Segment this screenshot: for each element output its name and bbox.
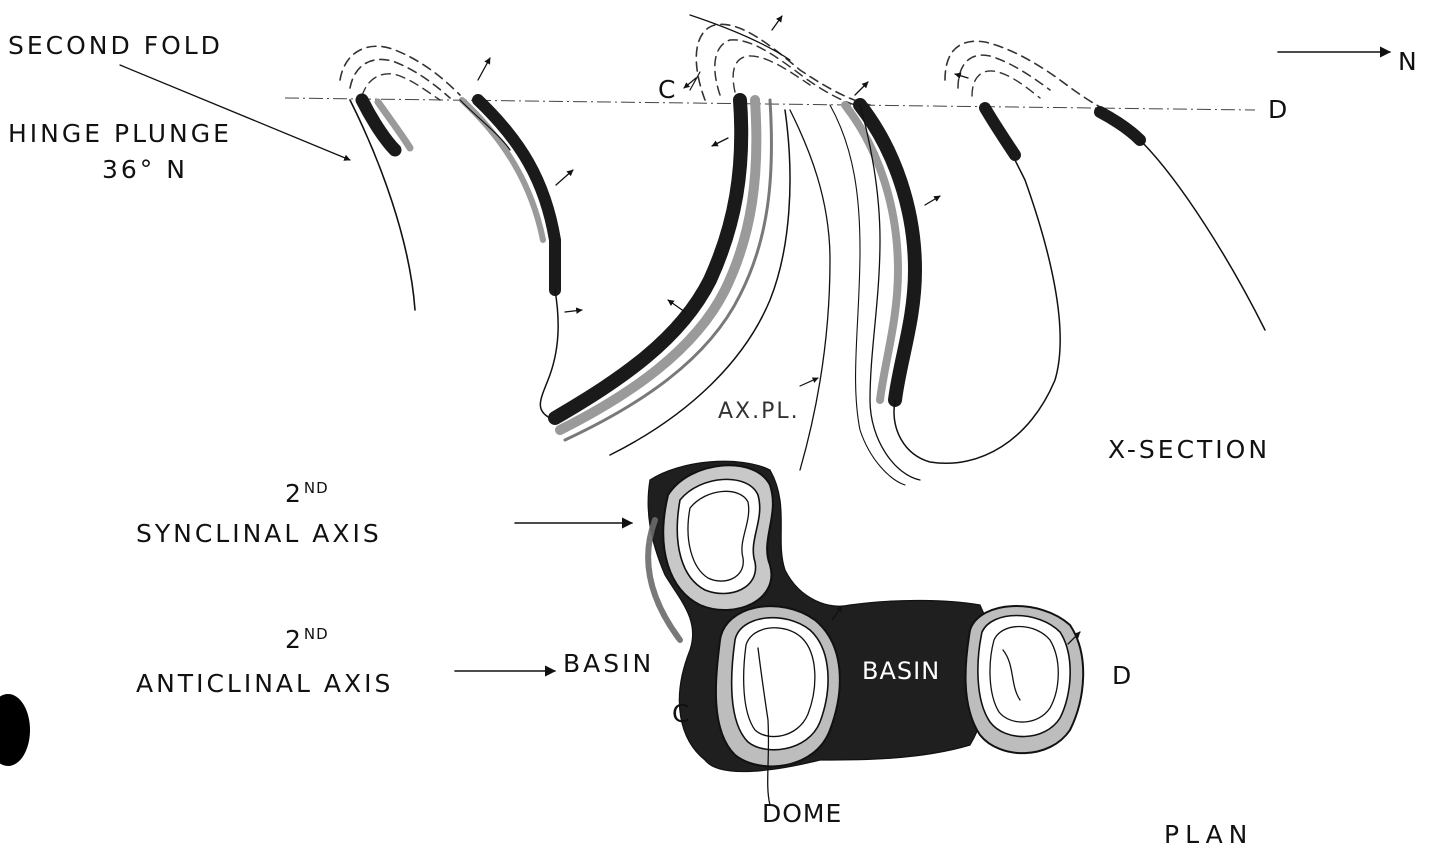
label-section-d: D <box>1268 95 1290 124</box>
label-x-section: X-SECTION <box>1108 435 1270 464</box>
label-plan-d: D <box>1112 661 1134 690</box>
fold-3 <box>830 105 1060 485</box>
label-north: N <box>1398 47 1420 76</box>
plan-view <box>455 461 1083 805</box>
label-axial-plane: AX.PL. <box>718 399 800 424</box>
label-plunge-value: 36° N <box>102 155 188 184</box>
label-hinge-plunge: HINGE PLUNGE <box>8 119 232 148</box>
dome-right <box>966 606 1084 753</box>
fold-1 <box>340 46 460 310</box>
dome-upper <box>663 465 773 610</box>
label-anticline-ordinal: 2ND <box>285 625 329 654</box>
fold-4 <box>945 41 1265 330</box>
label-section-c: C <box>658 75 678 104</box>
label-dome: DOME <box>762 799 842 828</box>
label-plan: PLAN <box>1164 820 1253 849</box>
label-basin-center: BASIN <box>862 657 940 685</box>
label-syncline-ordinal: 2ND <box>285 479 329 508</box>
label-anticlinal-axis: ANTICLINAL AXIS <box>136 669 393 698</box>
label-plan-c: C <box>672 699 692 728</box>
dome-center <box>716 606 840 805</box>
label-second-fold: SECOND FOLD <box>8 31 223 60</box>
label-basin-left: BASIN <box>563 649 654 678</box>
punch-hole <box>0 694 30 766</box>
label-synclinal-axis: SYNCLINAL AXIS <box>136 519 382 548</box>
